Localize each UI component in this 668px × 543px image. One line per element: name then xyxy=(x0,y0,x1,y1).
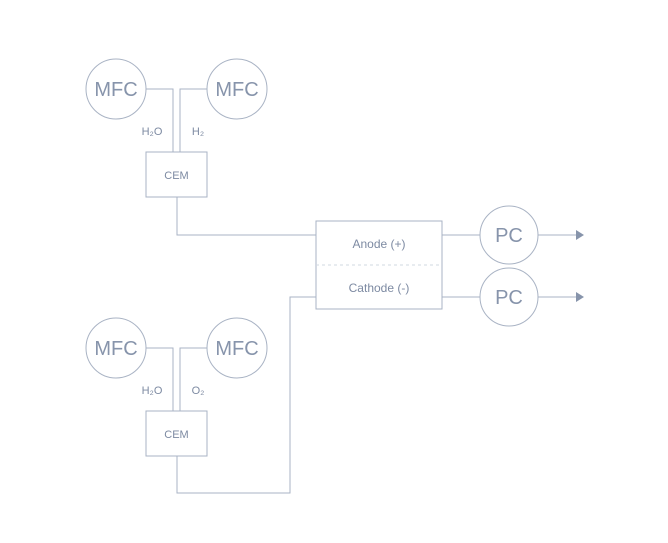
cem-bottom-box xyxy=(145,410,208,457)
pc-top-label: PC xyxy=(495,225,523,247)
bottom-group: MFC MFC H₂O O₂ CEM xyxy=(85,317,268,457)
bottom-cem-to-cathode-line xyxy=(176,296,316,494)
top-cem-to-anode-line xyxy=(176,197,316,236)
cell-box: Anode (+) Cathode (-) xyxy=(315,220,443,310)
anode-label: Anode (+) xyxy=(352,237,405,251)
arrow-right-icon xyxy=(576,230,584,240)
top-h2-line xyxy=(179,88,207,152)
cathode-label: Cathode (-) xyxy=(349,281,410,295)
arrow-right-icon xyxy=(576,292,584,302)
top-h2o-line xyxy=(146,88,174,152)
mfc-top-left-label: MFC xyxy=(94,79,137,101)
output-lines xyxy=(442,230,584,302)
bottom-group-lines xyxy=(146,296,316,494)
mfc-bottom-right-node xyxy=(206,317,268,379)
bottom-o2-line xyxy=(179,347,207,411)
bottom-h2o-line xyxy=(146,347,174,411)
mfc-top-left-node xyxy=(85,58,147,120)
pc-top-node xyxy=(479,205,539,265)
top-group: MFC MFC H₂O H₂ CEM xyxy=(85,58,268,198)
cem-top-box xyxy=(145,151,208,198)
bottom-o2-label: O₂ xyxy=(192,385,205,397)
cem-top-label: CEM xyxy=(164,170,188,182)
top-h2-label: H₂ xyxy=(192,126,204,138)
mfc-bottom-right-label: MFC xyxy=(215,338,258,360)
mfc-top-right-label: MFC xyxy=(215,79,258,101)
output-nodes: PC PC xyxy=(479,205,539,327)
bottom-h2o-label: H₂O xyxy=(142,385,163,397)
mfc-top-right-node xyxy=(206,58,268,120)
pc-bottom-label: PC xyxy=(495,287,523,309)
cem-bottom-label: CEM xyxy=(164,429,188,441)
mfc-bottom-left-label: MFC xyxy=(94,338,137,360)
mfc-bottom-left-node xyxy=(85,317,147,379)
top-h2o-label: H₂O xyxy=(142,126,163,138)
pc-bottom-node xyxy=(479,267,539,327)
top-group-lines xyxy=(146,88,316,236)
